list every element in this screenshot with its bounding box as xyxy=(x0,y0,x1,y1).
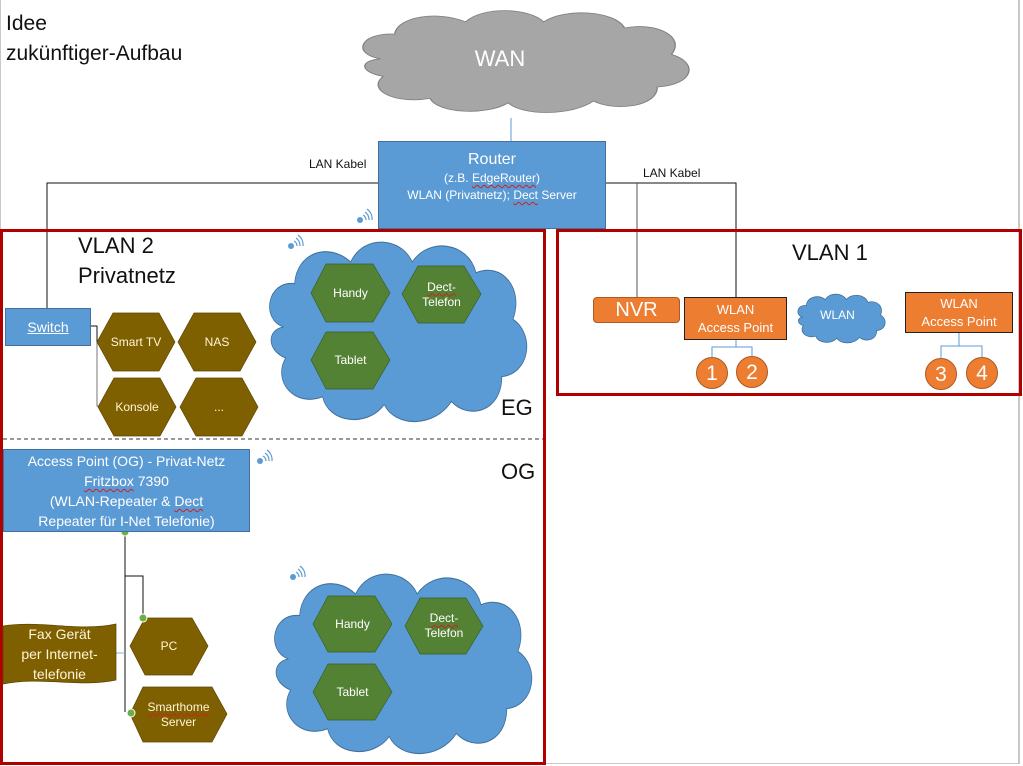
lan-cable-left xyxy=(46,182,378,308)
vlan2-border xyxy=(0,229,546,765)
router-features: WLAN (Privatnetz); Dect Server xyxy=(407,188,577,202)
og-label: OG xyxy=(501,459,536,484)
eg-dect-label: Dect-Telefon xyxy=(422,279,461,309)
fax-shape xyxy=(2,623,117,685)
connector-dot xyxy=(138,613,148,623)
ap-og-line2: Fritzbox 7390 xyxy=(84,473,169,489)
ap-og-line3: (WLAN-Repeater & Dect xyxy=(49,493,204,509)
eg-wlan-cloud xyxy=(268,241,528,423)
vlan1-title: VLAN 1 xyxy=(792,240,868,265)
nas-label: NAS xyxy=(204,334,230,349)
ap1-line2: Access Point xyxy=(697,320,774,335)
eg-label: EG xyxy=(501,395,533,420)
nvr-box[interactable]: NVR xyxy=(593,297,680,323)
ap2-cam3-link xyxy=(940,333,960,358)
hex-smart-tv xyxy=(96,312,176,372)
ap1-cam1-link xyxy=(711,340,737,357)
title-line-1: Idee xyxy=(6,12,47,35)
camera-4[interactable]: 4 xyxy=(966,357,998,389)
wifi-icon xyxy=(357,208,373,223)
camera-3[interactable]: 3 xyxy=(925,358,957,390)
vlan1-border xyxy=(556,229,1022,396)
vlan2-title-line2: Privatnetz xyxy=(78,263,176,288)
wan-label: WAN xyxy=(474,46,526,71)
switch-box[interactable]: Switch xyxy=(5,308,91,346)
router-box[interactable]: Router (z.B. EdgeRouter) WLAN (Privatnet… xyxy=(378,141,606,229)
hex-og-dect xyxy=(404,597,484,655)
og-tablet-label: Tablet xyxy=(336,684,369,699)
camera-1[interactable]: 1 xyxy=(696,357,728,389)
lan-cable-right-label: LAN Kabel xyxy=(643,166,701,180)
vlan2-title: VLAN 2 Privatnetz xyxy=(78,231,176,291)
lan-cable-left-label: LAN Kabel xyxy=(309,157,367,171)
hex-pc xyxy=(129,617,209,676)
ap2-line2: Access Point xyxy=(921,314,997,329)
konsole-label: Konsole xyxy=(115,399,159,414)
hex-eg-handy xyxy=(310,263,391,323)
fax-label: Fax Gerät per Internet- telefonie xyxy=(21,626,98,682)
page-title: Idee zukünftiger-Aufbau xyxy=(6,9,182,69)
pc-label: PC xyxy=(160,639,178,653)
ap2-cam4-link xyxy=(959,345,983,358)
og-dect-label: Dect-Telefon xyxy=(424,611,464,640)
wifi-icon xyxy=(257,449,273,464)
hex-konsole xyxy=(97,377,177,437)
hex-eg-dect xyxy=(401,265,482,324)
vlan1-access-point-2[interactable]: WLAN Access Point xyxy=(905,292,1013,333)
ap-og-line4: Repeater für I-Net Telefonie) xyxy=(38,513,215,529)
lan-cable-right xyxy=(605,182,737,297)
wifi-icon xyxy=(290,565,306,580)
hex-og-handy xyxy=(312,595,393,653)
hex-nas xyxy=(177,312,257,372)
og-link-pc xyxy=(125,575,144,618)
wifi-icon xyxy=(288,234,304,249)
eg-handy-label: Handy xyxy=(333,285,368,300)
title-line-2: zukünftiger-Aufbau xyxy=(6,42,183,65)
hex-og-tablet xyxy=(312,663,393,721)
vlan1-wlan-label: WLAN xyxy=(820,308,855,322)
ap-og-line1: Access Point (OG) - Privat-Netz xyxy=(27,453,226,469)
router-title: Router xyxy=(467,151,517,168)
ap1-line1: WLAN xyxy=(716,302,755,317)
og-access-point-box[interactable]: Access Point (OG) - Privat-Netz Fritzbox… xyxy=(3,449,250,532)
connector-dot xyxy=(126,708,136,718)
camera-2[interactable]: 2 xyxy=(736,356,768,388)
vlan2-title-line1: VLAN 2 xyxy=(78,233,154,258)
hex-eg-tablet xyxy=(310,331,391,390)
more-devices-label: ... xyxy=(213,399,224,414)
smart-tv-label: Smart TV xyxy=(110,334,162,349)
og-handy-label: Handy xyxy=(335,616,370,631)
ap1-cam2-link xyxy=(736,346,753,357)
vlan1-access-point-1[interactable]: WLAN Access Point xyxy=(684,297,787,340)
hex-more xyxy=(179,377,259,437)
router-model: (z.B. EdgeRouter) xyxy=(443,171,541,185)
eg-tablet-label: Tablet xyxy=(334,353,367,367)
ap2-line1: WLAN xyxy=(940,296,978,311)
